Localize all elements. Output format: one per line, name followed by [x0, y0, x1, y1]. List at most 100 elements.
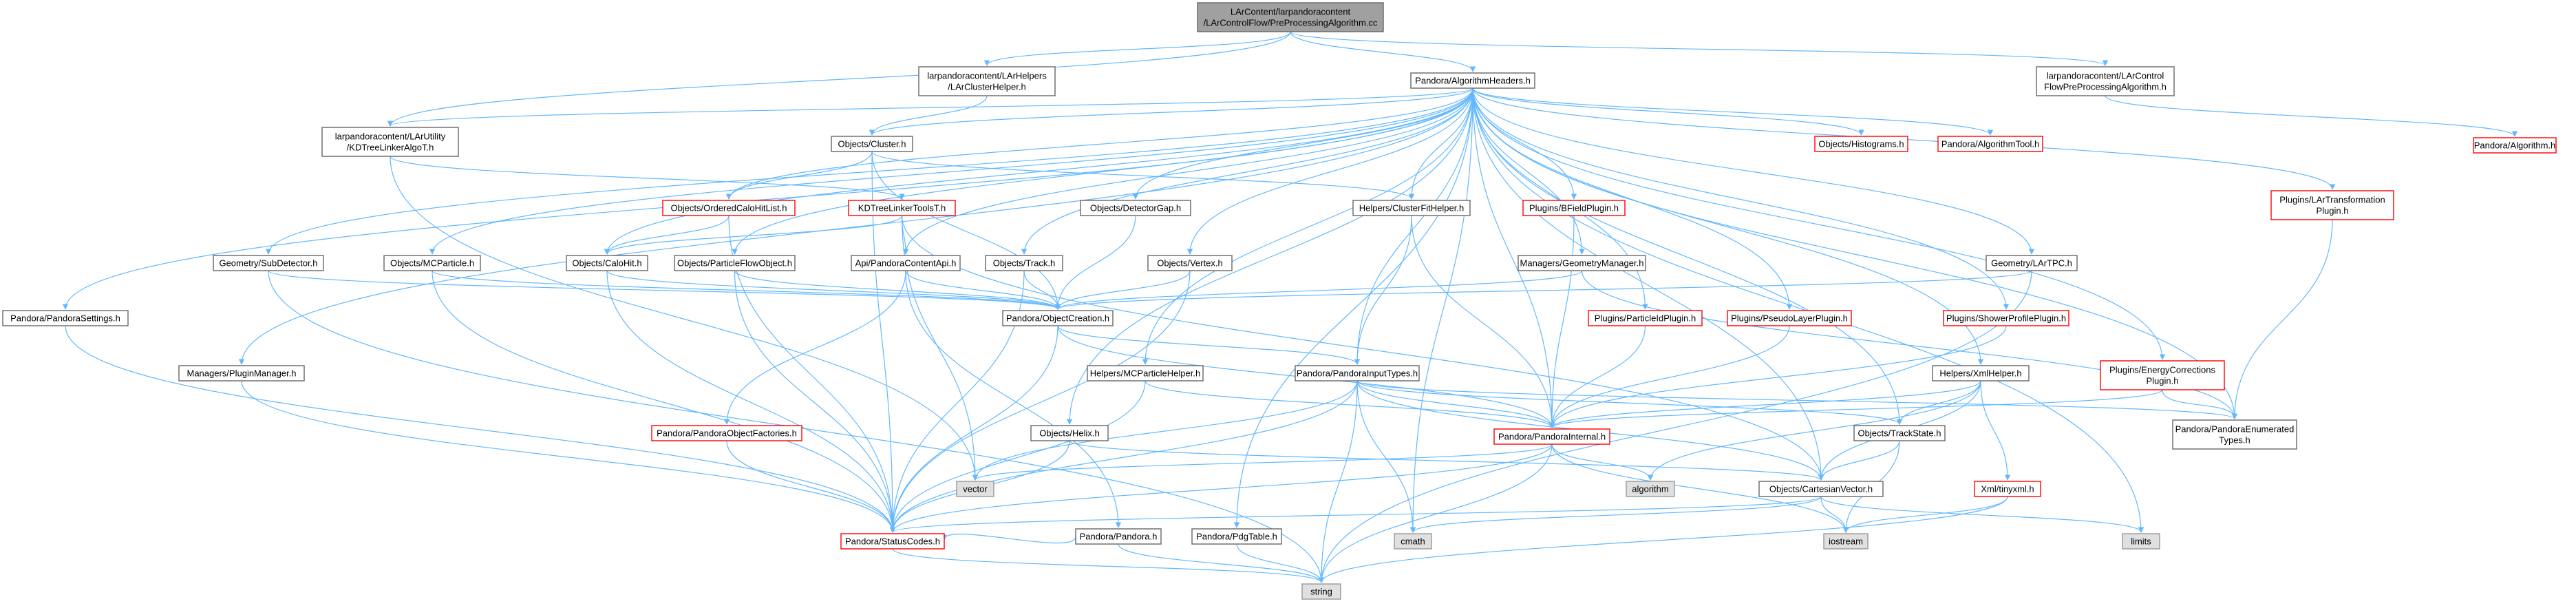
edge-settings-to-statuscodes: [65, 325, 896, 533]
edge-track-to-objcreation: [1023, 270, 1061, 310]
edge-internal-to-iostream: [1551, 443, 1849, 533]
node-preproc[interactable]: larpandoracontent/LArControlFlowPreProce…: [2036, 66, 2175, 96]
node-box: [1626, 481, 1675, 497]
node-kdtools[interactable]: KDTreeLinkerToolsT.h: [848, 200, 956, 216]
edge-inputtypes-to-statuscodes: [889, 380, 1358, 533]
node-pandora[interactable]: Pandora/Pandora.h: [1075, 528, 1162, 545]
edge-algheaders-to-contentapi: [902, 87, 1473, 255]
node-showerprofile[interactable]: Plugins/ShowerProfilePlugin.h: [1943, 310, 2069, 326]
node-track[interactable]: Objects/Track.h: [985, 255, 1063, 271]
node-detectorgap[interactable]: Objects/DetectorGap.h: [1080, 200, 1191, 216]
node-label: limits: [2131, 536, 2151, 547]
edge-cluster-to-statuscodes: [871, 151, 896, 533]
node-pdgtable[interactable]: Pandora/PdgTable.h: [1191, 528, 1282, 545]
node-clusterhelper[interactable]: larpandoracontent/LArHelpers/LArClusterH…: [918, 66, 1056, 96]
node-label: Pandora/ObjectCreation.h: [1006, 313, 1109, 324]
edge-detectorgap-to-objcreation: [1054, 215, 1136, 310]
node-pfo[interactable]: Objects/ParticleFlowObject.h: [674, 255, 796, 271]
node-objcreation[interactable]: Pandora/ObjectCreation.h: [1002, 310, 1114, 326]
edge-algheaders-to-helix: [1066, 87, 1473, 425]
node-label: Geometry/SubDetector.h: [219, 258, 317, 269]
node-box: [2270, 190, 2394, 220]
node-mcparticle[interactable]: Objects/MCParticle.h: [383, 255, 481, 271]
edge-trackstate-to-cartesian: [1818, 440, 1900, 481]
edge-bfield-to-internal: [1548, 215, 1575, 428]
node-label: Plugin.h: [2317, 206, 2349, 216]
node-algheaders[interactable]: Pandora/AlgorithmHeaders.h: [1410, 72, 1535, 89]
node-statuscodes[interactable]: Pandora/StatusCodes.h: [840, 533, 945, 550]
node-histograms[interactable]: Objects/Histograms.h: [1814, 136, 1908, 152]
edge-algheaders-to-subdetector: [265, 87, 1473, 255]
node-box: [178, 365, 305, 382]
node-tinyxml[interactable]: Xml/tinyxml.h: [1974, 481, 2041, 497]
node-label: larpandoracontent/LArHelpers: [927, 71, 1047, 81]
edge-pluginmgr-to-statuscodes: [241, 380, 896, 533]
node-algtool[interactable]: Pandora/AlgorithmTool.h: [1937, 136, 2043, 152]
node-mchelper[interactable]: Helpers/MCParticleHelper.h: [1087, 365, 1204, 382]
node-subdetector[interactable]: Geometry/SubDetector.h: [213, 255, 324, 271]
edge-geommgr-to-objcreation: [1055, 270, 1583, 310]
node-box: [1295, 365, 1420, 382]
node-label: algorithm: [1632, 484, 1668, 494]
node-lartpc[interactable]: Geometry/LArTPC.h: [1986, 255, 2078, 271]
node-particleid[interactable]: Plugins/ParticleIdPlugin.h: [1588, 310, 1703, 326]
edge-algheaders-to-geommgr: [1472, 87, 1585, 255]
node-box: [662, 200, 796, 216]
edge-kdtree-to-vector: [390, 156, 979, 481]
node-pluginmgr[interactable]: Managers/PluginManager.h: [178, 365, 305, 382]
node-box: [1147, 255, 1233, 271]
node-label: Pandora/Pandora.h: [1080, 532, 1158, 542]
node-contentapi[interactable]: Api/PandoraContentApi.h: [851, 255, 961, 271]
edge-mcparticle-to-statuscodes: [432, 270, 896, 533]
node-algorithmstd: algorithm: [1626, 481, 1675, 497]
node-label: Pandora/PandoraObjectFactories.h: [657, 428, 797, 439]
node-settings[interactable]: Pandora/PandoraSettings.h: [2, 310, 129, 326]
edge-pdgtable-to-string: [1236, 543, 1325, 583]
edge-layer: [62, 31, 2518, 583]
node-vertex[interactable]: Objects/Vertex.h: [1147, 255, 1233, 271]
node-calohit[interactable]: Objects/CaloHit.h: [566, 255, 648, 271]
node-label: Helpers/MCParticleHelper.h: [1090, 368, 1200, 379]
node-helix[interactable]: Objects/Helix.h: [1030, 425, 1109, 441]
node-label: Objects/TrackState.h: [1858, 428, 1941, 439]
edge-objcreation-to-inputtypes: [1057, 325, 1361, 365]
node-box: [1823, 533, 1869, 550]
node-geommgr[interactable]: Managers/GeometryManager.h: [1518, 255, 1646, 271]
edge-algheaders-to-orderedcalo: [725, 87, 1473, 200]
node-box: [1191, 528, 1282, 545]
node-box: [1075, 528, 1162, 545]
edge-clusterfit-to-inputtypes: [1354, 215, 1412, 365]
edge-algheaders-to-inputtypes: [1354, 87, 1473, 365]
node-box: [651, 425, 802, 441]
edge-xmlhelper-to-tinyxml: [1980, 380, 2011, 481]
node-xmlhelper[interactable]: Helpers/XmlHelper.h: [1932, 365, 2030, 382]
edge-kdtree-to-kdtools: [390, 156, 905, 200]
node-label: Objects/Histograms.h: [1818, 139, 1904, 149]
node-algorithm[interactable]: Pandora/Algorithm.h: [2473, 137, 2557, 154]
node-orderedcalo[interactable]: Objects/OrderedCaloHitList.h: [662, 200, 796, 216]
node-cluster[interactable]: Objects/Cluster.h: [831, 136, 913, 152]
node-kdtree[interactable]: larpandoracontent/LArUtility/KDTreeLinke…: [321, 127, 459, 157]
node-bfield[interactable]: Plugins/BFieldPlugin.h: [1522, 200, 1626, 216]
node-label: Pandora/PandoraSettings.h: [10, 313, 120, 324]
node-internal[interactable]: Pandora/PandoraInternal.h: [1493, 428, 1610, 445]
edge-inputtypes-to-internal: [1356, 380, 1555, 428]
node-label: Objects/Track.h: [993, 258, 1056, 269]
node-label: Pandora/PandoraEnumerated: [2175, 424, 2295, 435]
node-root[interactable]: LArContent/larpandoracontent/LArControlF…: [1197, 2, 1384, 32]
node-cartesian[interactable]: Objects/CartesianVector.h: [1758, 481, 1884, 497]
node-box: [1588, 310, 1703, 326]
node-pseudolayer[interactable]: Plugins/PseudoLayerPlugin.h: [1727, 310, 1852, 326]
node-box: [2122, 533, 2160, 550]
node-box: [2036, 66, 2175, 96]
edge-pfo-to-objcreation: [734, 270, 1061, 310]
node-factories[interactable]: Pandora/PandoraObjectFactories.h: [651, 425, 802, 441]
node-label: larpandoracontent/LArControl: [2047, 71, 2164, 81]
edge-algheaders-to-internal: [1472, 87, 1555, 428]
node-clusterfit[interactable]: Helpers/ClusterFitHelper.h: [1352, 200, 1471, 216]
node-trackstate[interactable]: Objects/TrackState.h: [1853, 425, 1946, 441]
node-inputtypes[interactable]: Pandora/PandoraInputTypes.h: [1295, 365, 1420, 382]
